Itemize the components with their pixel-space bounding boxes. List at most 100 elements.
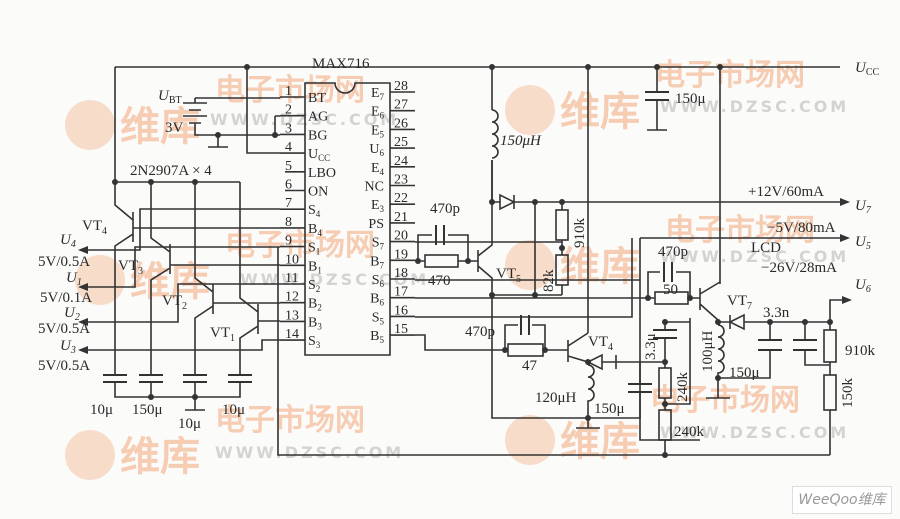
pin-number: 2	[285, 103, 292, 118]
pin-label: S6	[372, 273, 385, 289]
pin-label: E4	[371, 161, 385, 177]
c-left3-value: 10μ	[178, 416, 201, 432]
resistor-82k	[555, 254, 569, 286]
u4-wire	[82, 208, 280, 251]
pin-label: S1	[308, 241, 320, 257]
u5-rating: −5V/80mA	[767, 220, 836, 236]
pin-number: 5	[285, 159, 292, 174]
vt2-label: VT2	[162, 293, 187, 312]
watermark-brand: 维库	[560, 89, 640, 135]
r-910k-a-value: 910k	[572, 218, 588, 249]
pin-number: 4	[285, 140, 292, 155]
vt4-left-label: VT4	[82, 218, 107, 237]
watermark-brand: 维库	[560, 244, 640, 290]
vt7-label: VT7	[727, 293, 752, 312]
capacitor-470p-b	[663, 262, 673, 282]
watermark-logo-icon	[505, 415, 555, 465]
pin-label: E7	[371, 86, 385, 102]
pin-number: 19	[394, 247, 408, 262]
watermark-url: WWW.DZSC.COM	[660, 97, 849, 116]
pin-number: 15	[394, 322, 408, 337]
pin-number: 26	[394, 116, 408, 131]
ucc-label: UCC	[855, 60, 880, 78]
watermark-brand2: 电子市场网	[215, 403, 365, 438]
watermark-url: WWW.DZSC.COM	[660, 423, 849, 442]
watermark-layer: 维库 电子市场网 WWW.DZSC.COM 维库 电子市场网 WWW.DZSC.…	[65, 58, 849, 480]
r-47-value: 47	[522, 358, 538, 374]
u5-wire	[639, 237, 840, 441]
pin-label: B6	[370, 292, 384, 308]
u1-rating: 5V/0.1A	[40, 290, 92, 306]
chip-name: MAX716	[312, 56, 370, 72]
u2-rating: 5V/0.5A	[38, 321, 90, 337]
l-100-value: 100μH	[700, 330, 716, 372]
pin-number: 14	[285, 327, 299, 342]
bottom-return-wire	[277, 247, 830, 456]
watermark-url: WWW.DZSC.COM	[660, 247, 849, 266]
pin-number: 3	[285, 121, 292, 136]
u5-label: U5	[855, 234, 871, 252]
c-470p-c-value: 470p	[465, 324, 495, 340]
resistor-470	[424, 254, 459, 268]
watermark-brand2: 电子市场网	[225, 228, 375, 263]
vt4-left-transistor	[114, 182, 280, 375]
u6-rating: −26V/28mA	[761, 260, 837, 276]
pin-number: 10	[285, 252, 299, 267]
pin-number: 17	[394, 285, 408, 300]
vt4-right-label: VT4	[588, 334, 613, 353]
pin-number: 24	[394, 154, 408, 169]
r-82k-value: 82k	[541, 269, 557, 292]
pin-number: 8	[285, 215, 292, 230]
pin-number: 25	[394, 135, 408, 150]
vt7-transistor	[699, 281, 721, 325]
watermark-logo-icon	[65, 100, 115, 150]
pin-label: NC	[365, 180, 384, 195]
cap-top-ground	[647, 67, 667, 131]
pin-label: ON	[308, 185, 328, 200]
r-240k-b-value: 240k	[674, 424, 705, 440]
ag-bg-wire	[274, 115, 280, 135]
c-150-b-value: 150μ	[594, 401, 625, 417]
vt1-label: VT1	[210, 325, 235, 344]
pin-number: 13	[285, 308, 299, 323]
pin-number: 6	[285, 178, 292, 193]
left-cap-ground	[114, 382, 241, 411]
r-240k-a-value: 240k	[675, 372, 691, 403]
l-top-value: 150μH	[500, 133, 542, 149]
u3-rating: 5V/0.5A	[38, 358, 90, 374]
resistor-240k-b	[658, 409, 672, 441]
c-150-c-value: 150μ	[729, 365, 760, 381]
watermark-brand2: 电子市场网	[665, 213, 815, 248]
u3-wire	[82, 339, 280, 351]
wires	[78, 64, 852, 458]
r-150k-value: 150k	[840, 378, 856, 409]
pin-number: 22	[394, 191, 408, 206]
vt5-transistor	[477, 67, 562, 296]
watermark-logo-icon	[505, 85, 555, 135]
watermark-brand: 维库	[120, 434, 200, 480]
pin-number: 12	[285, 290, 299, 305]
r-470-value: 470	[428, 273, 451, 289]
resistor-150k	[823, 374, 837, 411]
vt4-right-base-network	[415, 324, 568, 351]
resistor-240k-a	[658, 367, 672, 399]
pin-label: B1	[308, 259, 322, 275]
pin-label: S5	[372, 310, 385, 326]
watermark-logo-icon	[505, 240, 555, 290]
r-910k-b-value: 910k	[845, 343, 876, 359]
pin-number: 9	[285, 234, 292, 249]
pin-number: 28	[394, 79, 408, 94]
inductor-100uh	[706, 324, 730, 399]
pin-number: 11	[285, 271, 298, 286]
u6-label: U6	[855, 277, 871, 295]
pin-number: 23	[394, 173, 408, 188]
pin-label: S4	[308, 203, 321, 219]
pin-label: B5	[370, 329, 384, 345]
pin-number: 16	[394, 303, 408, 318]
battery-label: UBT	[158, 88, 182, 106]
vt2-transistor	[194, 182, 280, 375]
battery-icon	[183, 97, 280, 136]
